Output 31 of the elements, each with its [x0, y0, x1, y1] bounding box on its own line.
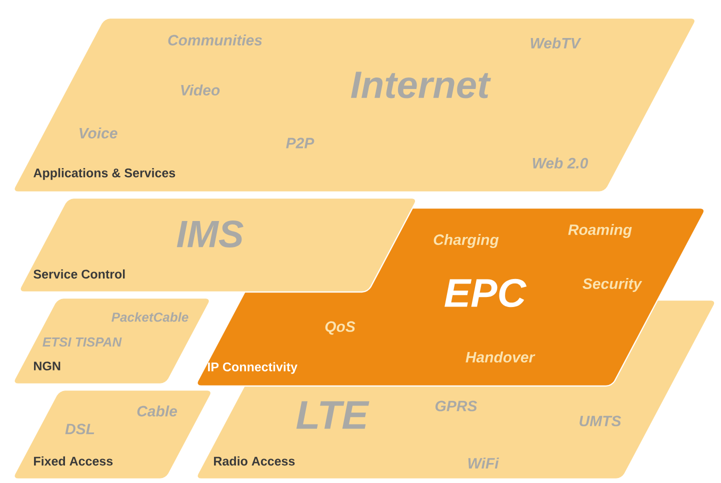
item-label: Cable	[137, 406, 177, 416]
item-label: Video	[181, 84, 220, 96]
layer-name: Applications & Services	[34, 168, 176, 180]
layer-name: NGN	[34, 362, 60, 370]
layer-title: IMS	[176, 220, 244, 248]
item-label: WiFi	[468, 458, 500, 468]
item-label: Roaming	[568, 224, 632, 238]
item-label: Communities	[168, 34, 262, 46]
layer-band	[14, 17, 696, 193]
layer-title: Internet	[351, 72, 491, 98]
item-label: Web 2.0	[532, 158, 588, 168]
item-label: UMTS	[580, 416, 622, 426]
item-label: QoS	[325, 321, 356, 335]
item-label: P2P	[286, 138, 314, 148]
item-label: Handover	[466, 352, 536, 363]
item-label: GPRS	[435, 400, 478, 412]
layer-name: Fixed Access	[34, 456, 113, 466]
item-label: ETSI TISPAN	[42, 337, 122, 347]
item-label: Voice	[80, 128, 118, 138]
layer-name: IP Connectivity	[208, 362, 298, 374]
layer-title: LTE	[296, 401, 370, 429]
layer-band	[14, 389, 212, 480]
layer-name: Service Control	[34, 269, 125, 279]
layer-name: Radio Access	[214, 456, 295, 466]
item-label: WebTV	[530, 38, 582, 48]
layer-title: EPC	[444, 278, 527, 308]
item-label: Charging	[434, 234, 499, 248]
item-label: Security	[582, 278, 642, 292]
item-label: PacketCable	[112, 312, 188, 322]
item-label: DSL	[65, 424, 94, 434]
layer-band	[20, 197, 416, 293]
